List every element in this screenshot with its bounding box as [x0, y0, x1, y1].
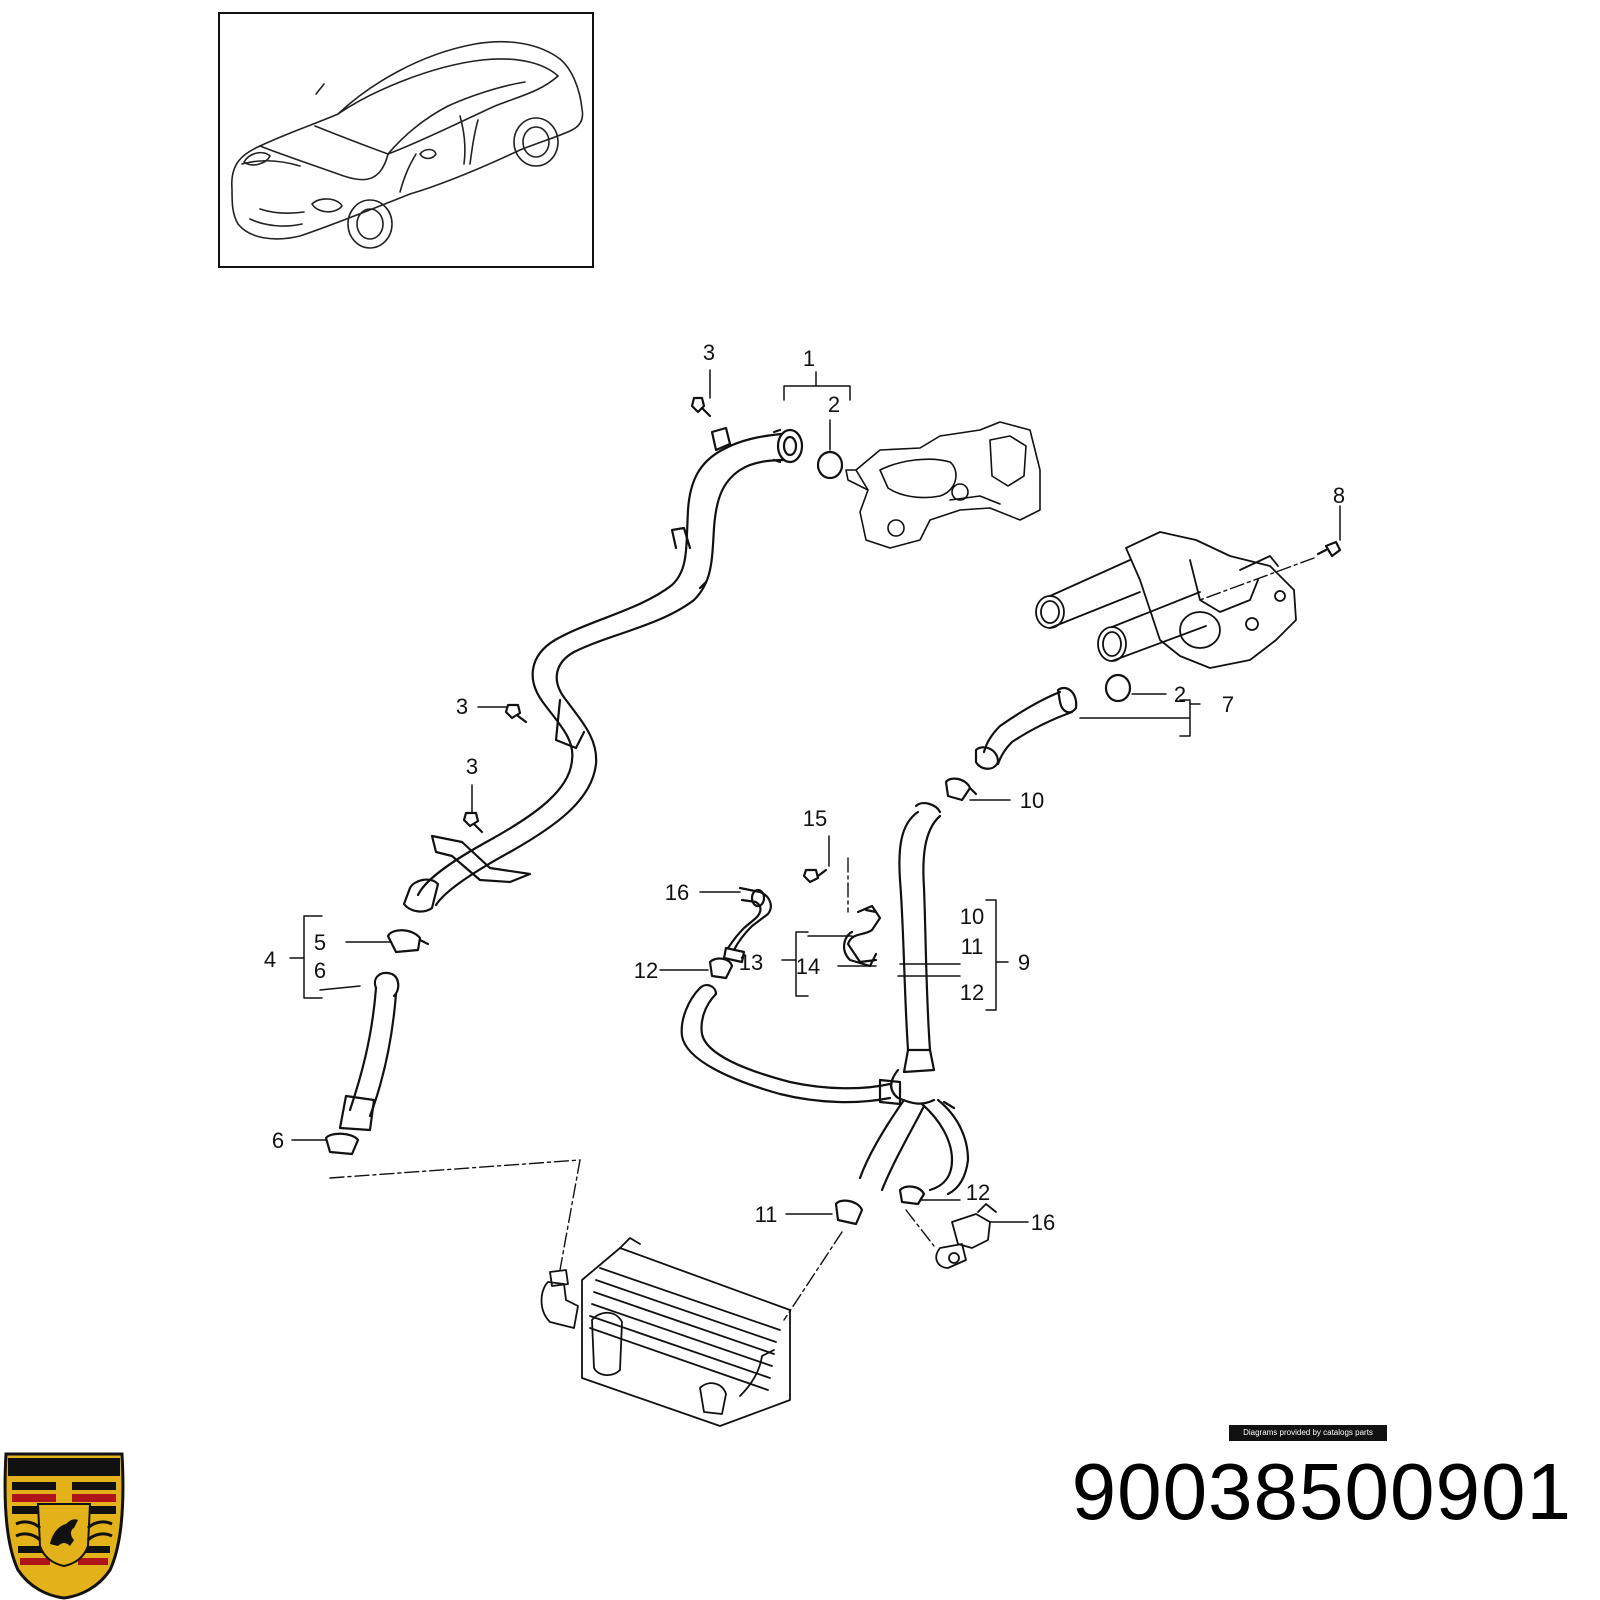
- callout-4: 4: [264, 947, 276, 972]
- bolt-part-3-lower: [462, 811, 484, 834]
- o-ring-part-2-upper: [816, 450, 844, 480]
- callout-8: 8: [1333, 483, 1345, 508]
- vehicle-inset-frame: [218, 12, 594, 268]
- callout-10-right: 10: [960, 904, 984, 929]
- part-number: 90038500901: [1071, 1447, 1572, 1536]
- coolant-pipe-part-1: [402, 426, 804, 913]
- callout-3-top: 3: [703, 340, 715, 365]
- callout-12-left: 12: [634, 958, 658, 983]
- callout-9: 9: [1018, 950, 1030, 975]
- callout-11-lower: 11: [755, 1202, 778, 1227]
- bolt-part-3-middle: [504, 703, 528, 724]
- callout-10-upper: 10: [1020, 788, 1044, 813]
- oil-cooler: [540, 1237, 791, 1427]
- callout-11-right: 11: [961, 934, 984, 959]
- hose-part-4: [338, 971, 400, 1132]
- callout-3-lower: 3: [466, 754, 478, 779]
- engine-manifold-housing: [845, 421, 1041, 549]
- crest-quadrants: [12, 1482, 116, 1565]
- clamp-part-11-lower: [834, 1199, 864, 1226]
- clamp-part-12-left: [708, 957, 734, 980]
- coolant-hose-left-branch: [680, 984, 902, 1106]
- coolant-hose-part-7: [974, 686, 1078, 770]
- leader-lines: [289, 369, 1341, 1223]
- porsche-crest-logo: [3, 1452, 125, 1600]
- bracket-part-14: [843, 904, 882, 968]
- callout-12-lower: 12: [966, 1180, 990, 1205]
- clamp-part-12-lower: [898, 1185, 926, 1206]
- clamp-part-6: [324, 1132, 360, 1156]
- coolant-hose-part-16-upper: [722, 886, 772, 964]
- callout-2-lower: 2: [1174, 682, 1186, 707]
- callout-16-lower: 16: [1031, 1210, 1055, 1235]
- thermostat-housing: [1035, 531, 1297, 669]
- catalog-credit-badge: Diagrams provided by catalogs parts: [1229, 1425, 1387, 1441]
- callout-2-upper: 2: [828, 392, 840, 417]
- bolt-part-8: [1316, 540, 1342, 558]
- car-illustration: [231, 40, 584, 249]
- callout-5: 5: [314, 930, 326, 955]
- horse-icon: [50, 1519, 78, 1546]
- sensor-part-16-lower: [935, 1203, 997, 1269]
- callout-16-upper: 16: [665, 880, 689, 905]
- o-ring-part-2-lower: [1104, 673, 1132, 703]
- callout-6-lower: 6: [272, 1128, 284, 1153]
- callout-1: 1: [803, 346, 815, 371]
- clamp-part-5: [386, 929, 430, 954]
- bolt-part-3-top: [690, 396, 712, 418]
- bolt-part-15: [802, 868, 828, 884]
- coolant-hose-part-9: [858, 802, 970, 1196]
- callout-7: 7: [1222, 692, 1234, 717]
- callout-13: 13: [739, 950, 763, 975]
- callout-12-right: 12: [960, 980, 984, 1005]
- callout-3-middle: 3: [456, 694, 468, 719]
- callout-14: 14: [796, 954, 820, 979]
- callout-6-upper: 6: [314, 958, 326, 983]
- callout-labels: 1 2 3 3 3 8 2 7 10 15 16 10 11 9 12 13 1…: [264, 340, 1345, 1235]
- callout-15: 15: [803, 806, 827, 831]
- alignment-lines: [329, 557, 1315, 1321]
- clamp-part-10-upper: [944, 777, 978, 802]
- crest-antlers: [15, 1520, 113, 1542]
